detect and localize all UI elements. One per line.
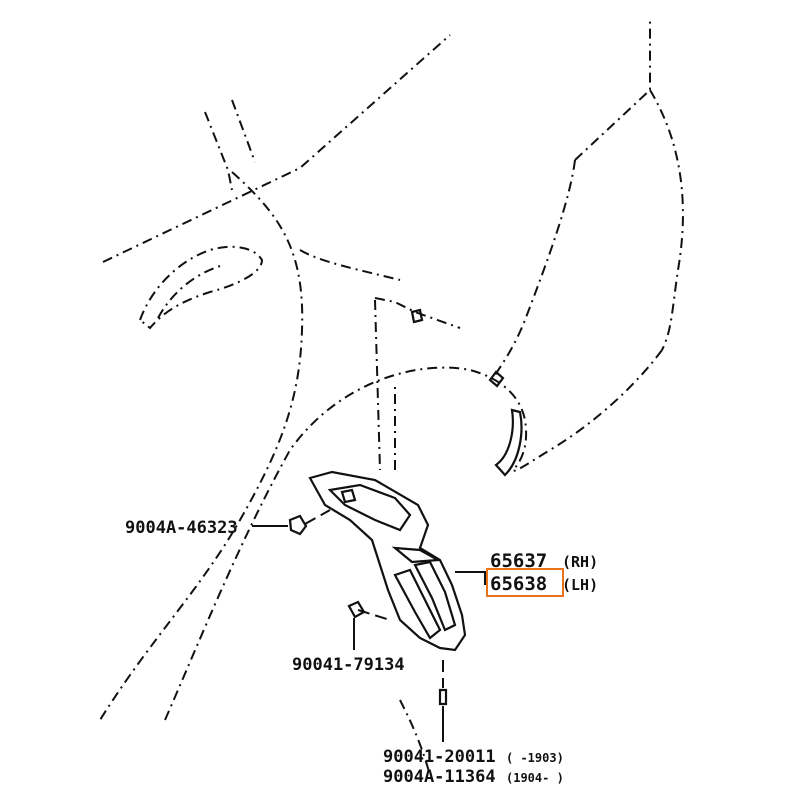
a-pillar-line-1 [204,111,233,191]
label-bolt-upper: 9004A-46323 [125,518,238,538]
mudguard-mid-panel [391,546,442,564]
part-lh-highlight [486,568,564,597]
a-pillar-line-2 [231,99,256,163]
label-part-lh-side: (LH) [562,576,598,594]
mudguard-slot [340,488,357,504]
wheel-arch-outer [164,366,528,721]
hood-dash-vertical [374,299,381,471]
door-rear-edge [494,159,576,376]
label-part-rh-number: 65637 [490,550,547,572]
label-screw-a-range: ( -1903) [506,751,564,765]
mudguard-upper-panel [327,483,412,532]
door-handle [138,245,264,330]
body-outline [99,20,684,721]
bolt-upper-icon [288,514,308,536]
lower-fender-line [399,699,431,776]
wheel-arch [164,297,528,776]
bolt-upper-axis [304,509,331,525]
quarter-lower [509,349,663,473]
quarter-line [649,89,684,351]
fender-top-edge [374,297,461,329]
rear-pillar-line [574,20,651,161]
clip-left-axis [357,609,391,621]
label-clip-left: 90041-79134 [292,655,405,675]
leader-part [455,571,486,585]
mudguard [308,470,467,652]
door-handle-inner [157,265,221,319]
front-door-line [99,171,304,721]
leader-lines [252,525,486,742]
screw-lower-icon [438,688,448,706]
door-handle-outline [138,245,264,330]
label-part-lh-number: 65638 [490,573,547,595]
clip-left-icon [347,600,366,619]
mudguard-outline [308,470,467,652]
mudguard-rib-2 [413,560,457,632]
mudguard-rib-1 [393,568,442,640]
upper-clip [410,308,424,324]
arch-edge-piece [494,408,523,477]
label-screw-a-number: 90041-20011 [383,747,496,767]
label-screw-b-range: (1904- ) [506,771,564,785]
label-part-rh-side: (RH) [562,553,598,571]
fasteners [288,509,448,706]
roof-line [102,34,451,263]
label-screw-b-number: 9004A-11364 [383,767,496,787]
arch-clip [488,370,505,388]
beltline [299,249,401,281]
